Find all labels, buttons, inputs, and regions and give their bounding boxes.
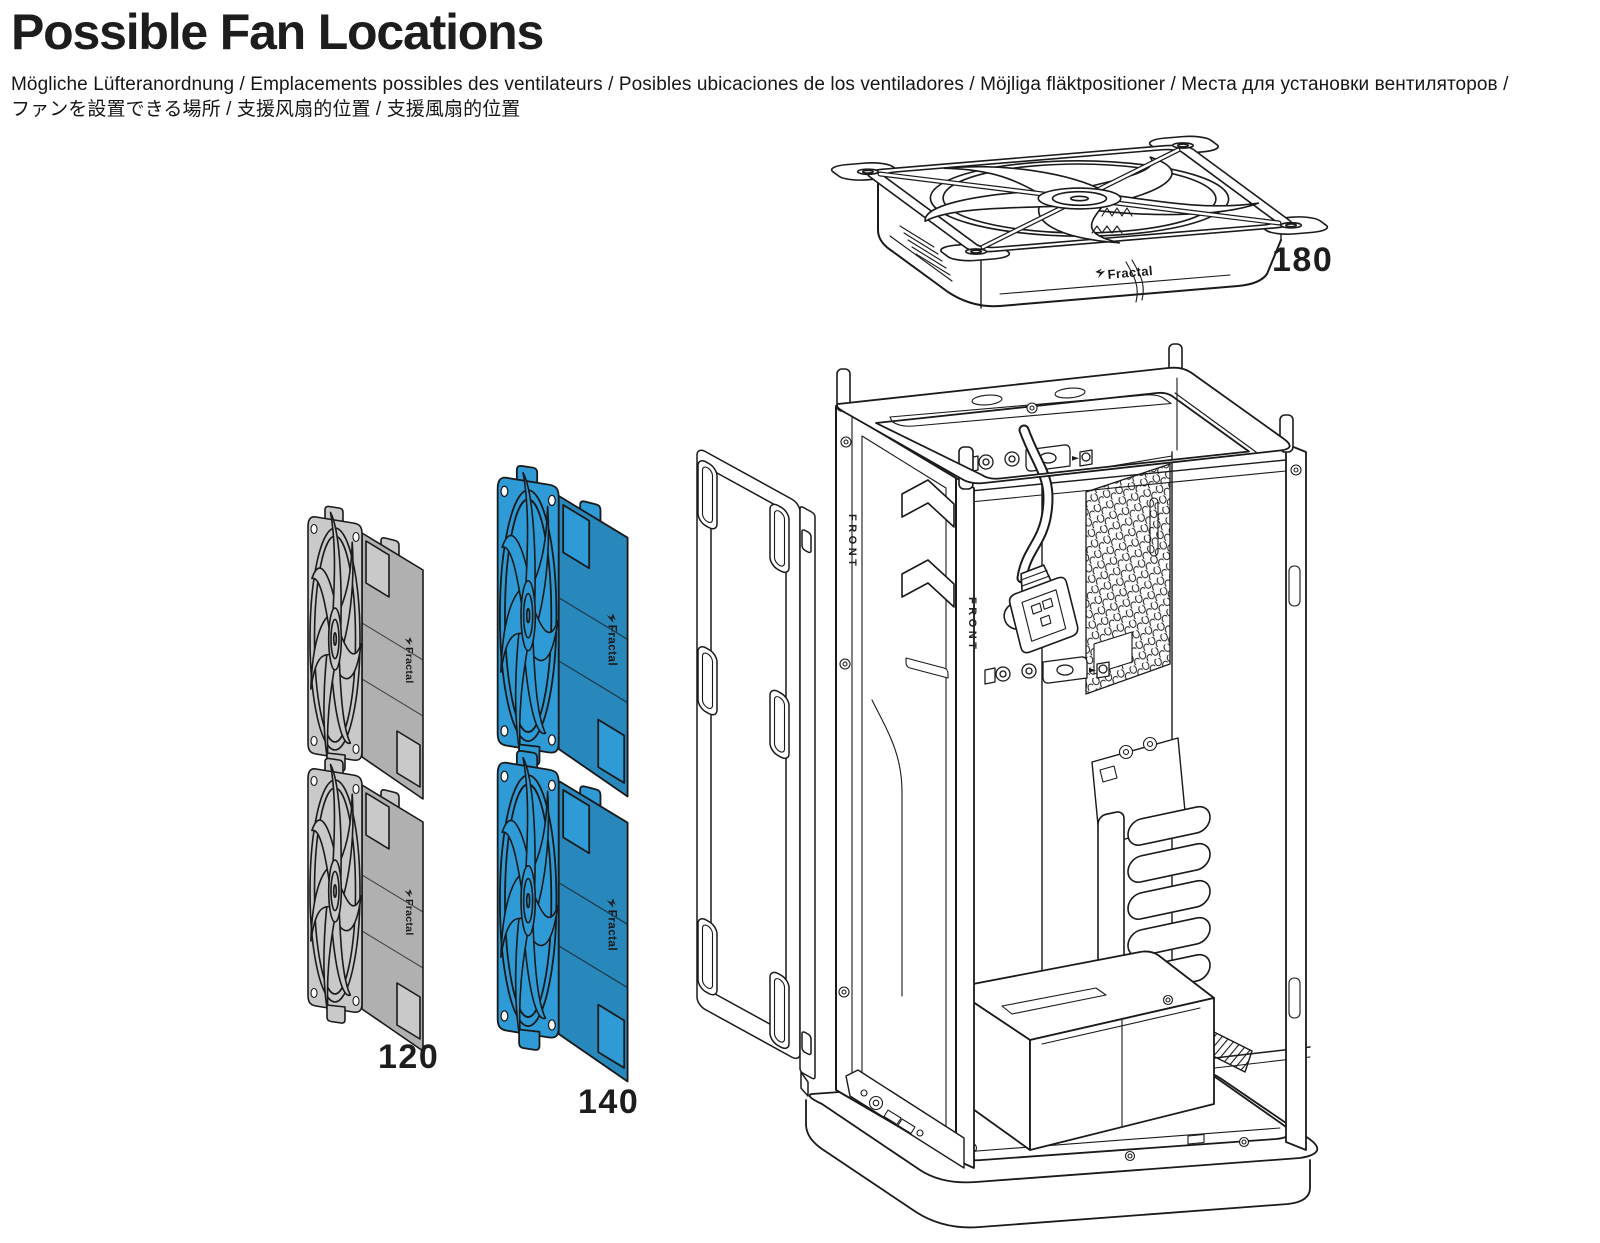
fan-stack-120: [307, 505, 424, 1052]
fan-120-upper: [307, 505, 424, 800]
fan-140-lower: [496, 749, 629, 1083]
hex-vent-panel: [1085, 463, 1171, 695]
usb-port: [897, 1118, 916, 1135]
fractal-brand-text: Fractal: [1107, 263, 1154, 282]
label-180: 180: [1272, 241, 1333, 279]
label-120: 120: [378, 1038, 439, 1076]
top-frame: [836, 343, 1294, 490]
power-led: [860, 1089, 868, 1097]
fan-120-lower: [307, 757, 424, 1052]
fan-180-illustration: Fractal: [826, 135, 1334, 309]
front-label: FRONT: [846, 514, 858, 569]
airflow-arrow: [901, 479, 955, 528]
power-plug: [1003, 424, 1079, 654]
front-io-strip: [845, 1069, 965, 1169]
usb-port: [883, 1109, 902, 1126]
fractal-logo-icon: Fractal: [1095, 263, 1154, 282]
subtitle-line-1: Mögliche Lüfteranordnung / Emplacements …: [11, 74, 1509, 95]
front-post: FRONT: [955, 477, 978, 1169]
front-left-panel: FRONT: [835, 405, 957, 1161]
subtitle-line-2: ファンを設置できる場所 / 支援风扇的位置 / 支援風扇的位置: [11, 99, 521, 120]
power-button: [868, 1095, 884, 1111]
fan-180-ribs: [899, 225, 951, 276]
bracket-slots: [698, 458, 789, 1052]
front-label: FRONT: [966, 597, 978, 652]
audio-jack: [916, 1129, 924, 1137]
fan-140-upper: [496, 464, 629, 798]
page-title: Possible Fan Locations: [11, 4, 544, 60]
airflow-arrow: [901, 559, 955, 608]
case-illustration: FRONT FRONT: [805, 343, 1319, 1229]
page-header: Possible Fan Locations Mögliche Lüfteran…: [11, 0, 1591, 122]
fan-stack-140: [496, 464, 629, 1083]
right-post: [1285, 443, 1307, 1151]
label-140: 140: [578, 1083, 639, 1121]
fan-bracket-illustration: [697, 447, 815, 1100]
